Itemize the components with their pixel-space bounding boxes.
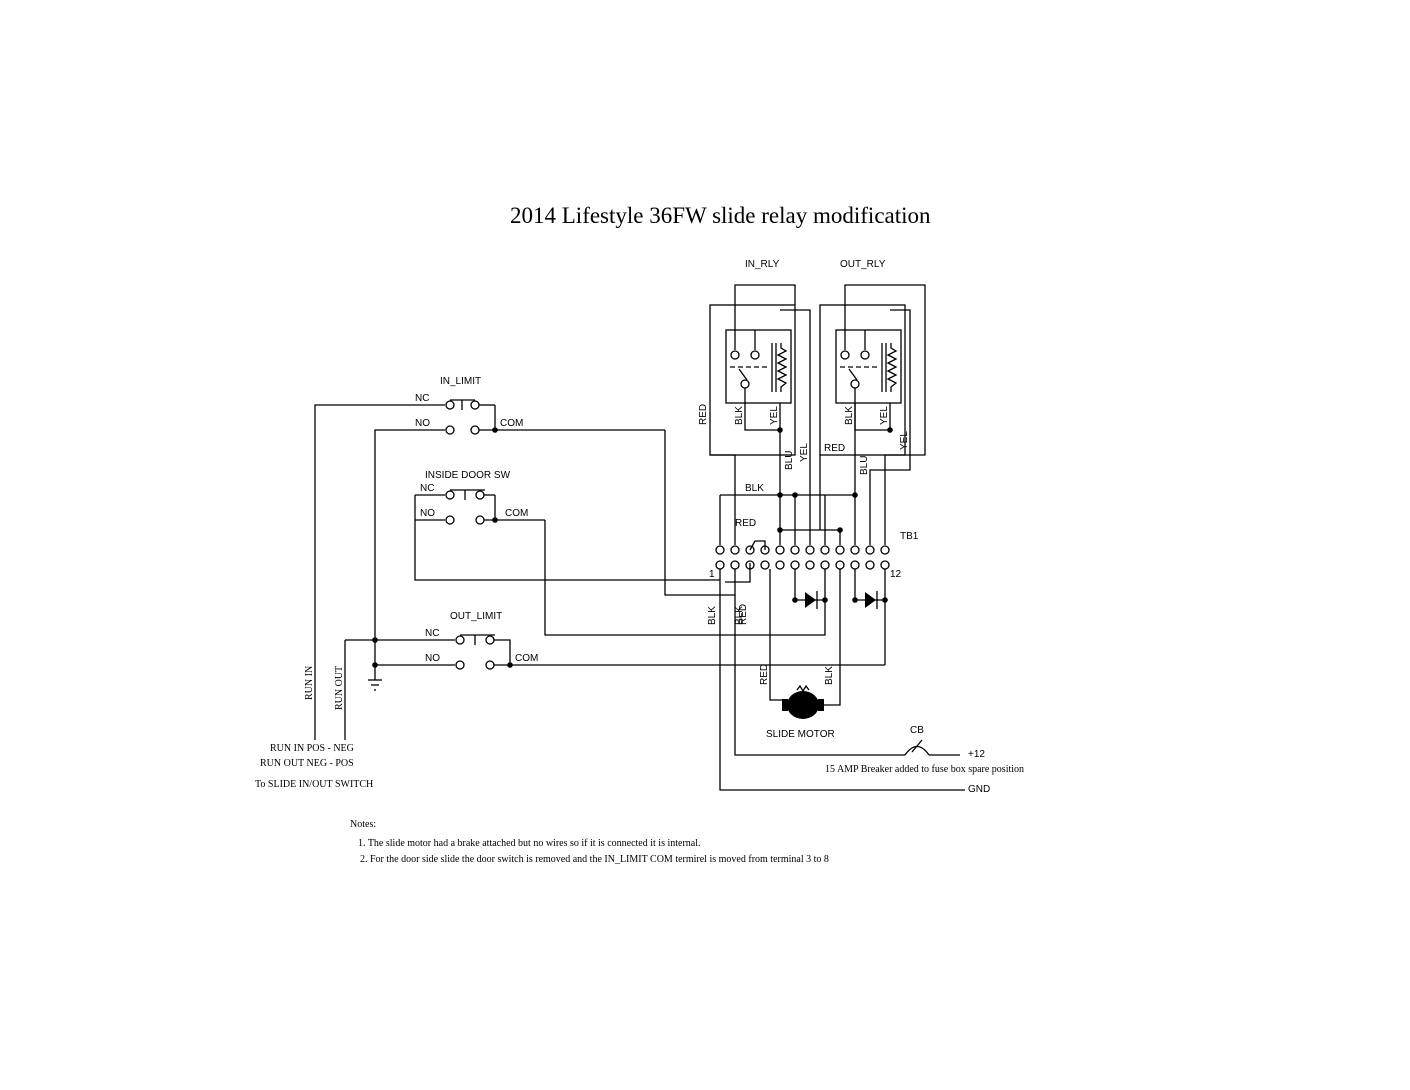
tb1-terminal	[880, 560, 890, 570]
wire-label-blk: BLK	[734, 406, 745, 425]
tb1-terminal-last: 12	[890, 569, 902, 580]
tb1-terminal	[835, 560, 845, 570]
inside-door-switch-label: INSIDE DOOR SW	[425, 470, 511, 481]
tb1-terminal	[805, 545, 815, 555]
wire-label-yel: YEL	[879, 406, 890, 425]
tb1-terminal	[805, 560, 815, 570]
diode-out	[852, 569, 888, 609]
note-item: 1. The slide motor had a brake attached …	[358, 838, 701, 849]
tb1-terminal	[835, 545, 845, 555]
wire-label-blk: BLK	[734, 606, 745, 625]
ground-icon	[368, 679, 382, 691]
terminal-block-tb1	[715, 545, 890, 570]
wire-label-yel: YEL	[769, 406, 780, 425]
gnd-label: GND	[968, 784, 990, 795]
tb1-terminal	[790, 545, 800, 555]
tb1-terminal	[850, 560, 860, 570]
wire-label-red: RED	[698, 404, 709, 425]
run-out-label: RUN OUT	[334, 666, 345, 710]
nc-label: NC	[415, 393, 429, 404]
wire-label-red: RED	[824, 443, 845, 454]
wire-label-red: RED	[759, 664, 770, 685]
in-relay: IN_RLY	[709, 259, 811, 545]
slide-motor-icon	[782, 684, 824, 719]
out-limit-label: OUT_LIMIT	[450, 611, 502, 622]
in-limit-switch: IN_LIMIT NC NO COM	[410, 376, 665, 435]
tb1-terminal	[775, 545, 785, 555]
relay-contact	[730, 350, 740, 360]
tb1-terminal	[820, 545, 830, 555]
run-in-polarity: RUN IN POS - NEG	[270, 743, 354, 754]
tb1-terminal	[850, 545, 860, 555]
in-relay-label: IN_RLY	[745, 259, 780, 270]
wire-label-blu: BLU	[859, 456, 870, 475]
wire-label-blk: BLK	[745, 483, 764, 494]
tb1-terminal	[880, 545, 890, 555]
out-limit-switch: OUT_LIMIT NC NO COM	[345, 611, 885, 670]
to-slide-switch-label: To SLIDE IN/OUT SWITCH	[255, 779, 373, 790]
relay-contact	[850, 379, 860, 389]
tb1-terminal	[865, 545, 875, 555]
tb1-label: TB1	[900, 531, 919, 542]
tb1-terminal	[730, 560, 740, 570]
relay-contact	[750, 350, 760, 360]
tb1-terminal	[730, 545, 740, 555]
circuit-breaker-icon	[904, 739, 960, 756]
tb1-terminal	[820, 560, 830, 570]
inside-door-switch: INSIDE DOOR SW NC NO COM	[415, 470, 545, 525]
wire-label-blk: BLK	[707, 606, 718, 625]
wire-label-yel: YEL	[799, 443, 810, 462]
wire-label-red: RED	[735, 518, 756, 529]
relay-contact	[860, 350, 870, 360]
no-label: NO	[425, 653, 440, 664]
nc-label: NC	[420, 483, 434, 494]
wire-label-blk: BLK	[844, 406, 855, 425]
tb1-terminal	[760, 560, 770, 570]
wire-label-yel: YEL	[899, 431, 910, 450]
breaker-label: CB	[910, 725, 924, 736]
diagram-title: 2014 Lifestyle 36FW slide relay modifica…	[510, 203, 931, 228]
run-out-polarity: RUN OUT NEG - POS	[260, 758, 354, 769]
diode-in	[792, 569, 828, 609]
wire-label-red: RED	[738, 604, 749, 625]
nc-label: NC	[425, 628, 439, 639]
tb1-terminal	[775, 560, 785, 570]
wire-label-blk: BLK	[824, 666, 835, 685]
no-label: NO	[415, 418, 430, 429]
slide-motor-label: SLIDE MOTOR	[766, 729, 835, 740]
com-label: COM	[500, 418, 523, 429]
breaker-note: 15 AMP Breaker added to fuse box spare p…	[825, 764, 1024, 775]
note-item: 2. For the door side slide the door swit…	[360, 854, 829, 865]
out-relay-label: OUT_RLY	[840, 259, 886, 270]
tb1-terminal	[790, 560, 800, 570]
com-label: COM	[505, 508, 528, 519]
relay-contact	[840, 350, 850, 360]
in-limit-label: IN_LIMIT	[440, 376, 481, 387]
wire-label-blu: BLU	[784, 451, 795, 470]
no-label: NO	[420, 508, 435, 519]
tb1-terminal	[865, 560, 875, 570]
relay-contact	[740, 379, 750, 389]
plus12-label: +12	[968, 749, 985, 760]
run-in-label: RUN IN	[304, 666, 315, 700]
com-label: COM	[515, 653, 538, 664]
tb1-terminal	[715, 545, 725, 555]
tb1-terminal	[715, 560, 725, 570]
notes-heading: Notes:	[350, 819, 376, 830]
tb1-terminal-first: 1	[709, 569, 715, 580]
out-relay: OUT_RLY	[819, 259, 926, 545]
